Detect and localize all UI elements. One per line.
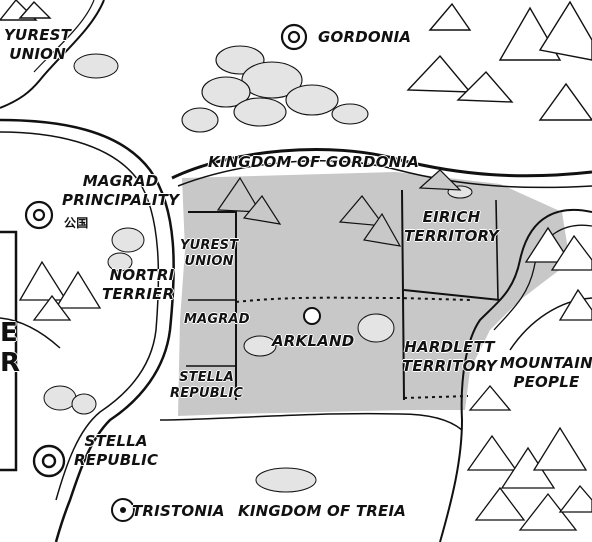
mountains-west xyxy=(18,260,102,321)
left-framed-box xyxy=(0,230,18,472)
label-edge-box-letters: E R xyxy=(0,318,21,378)
city-marker-tristonia[interactable] xyxy=(110,497,136,523)
label-mountain-people: MOUNTAIN PEOPLE xyxy=(500,354,592,391)
label-yurest-union-inner: YUREST UNION xyxy=(180,238,239,269)
label-yurest-union-nw: YUREST UNION xyxy=(4,26,72,63)
mountains-interior xyxy=(216,169,462,247)
label-arkland: ARKLAND xyxy=(272,332,355,350)
border-west-inner xyxy=(188,211,237,400)
label-magrad-kanji: 公国 xyxy=(64,216,89,230)
city-marker-gordonia[interactable] xyxy=(280,23,308,51)
city-marker-magrad[interactable] xyxy=(24,200,54,230)
shaded-kingdom-region xyxy=(178,172,570,416)
label-stella-republic-inner: STELLA REPUBLIC xyxy=(170,370,244,401)
river-west xyxy=(0,118,175,542)
label-tristonia: TRISTONIA xyxy=(132,502,225,520)
city-marker-arkland[interactable] xyxy=(302,306,322,326)
river-east xyxy=(439,208,592,542)
border-dotted-arkland xyxy=(235,296,471,303)
mountains-east xyxy=(466,226,592,531)
river-south xyxy=(159,412,463,431)
label-stella-republic: STELLA REPUBLIC xyxy=(74,432,159,469)
label-kingdom-of-gordonia: KINGDOM OF GORDONIA xyxy=(208,153,420,171)
label-magrad: MAGRAD xyxy=(184,312,250,327)
label-nortri-terrier: NORTRI TERRIER xyxy=(102,266,175,303)
city-marker-stella-republic[interactable] xyxy=(32,444,66,478)
label-magrad-principality: MAGRAD PRINCIPALITY xyxy=(62,172,180,209)
border-north xyxy=(171,148,592,180)
road-north xyxy=(0,0,105,109)
mountains-top-left xyxy=(0,0,52,21)
mountains-top-right xyxy=(406,0,592,121)
label-eirich-territory: EIRICH TERRITORY xyxy=(404,208,499,245)
forest-north xyxy=(181,45,369,133)
label-gordonia: GORDONIA xyxy=(318,28,412,46)
forest-small-nw xyxy=(73,53,119,79)
label-kingdom-of-treia: KINGDOM OF TREIA xyxy=(238,502,407,520)
label-hardlett-territory: HARDLETT TERRITORY xyxy=(402,338,497,375)
